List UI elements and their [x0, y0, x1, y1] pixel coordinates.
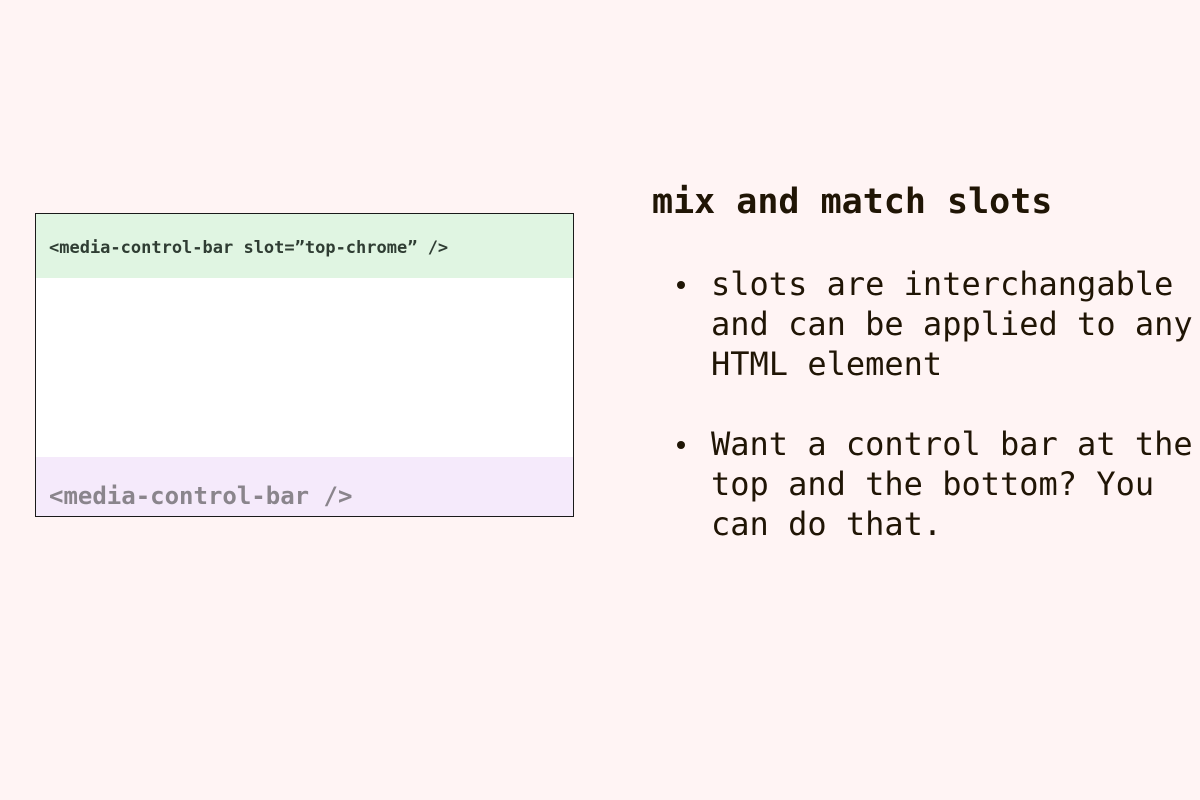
bullet-item: Want a control bar at the top and the bo… — [652, 424, 1200, 544]
bullet-dot-icon — [677, 281, 685, 289]
slide-content: mix and match slots slots are interchang… — [652, 180, 1200, 584]
bullet-list: slots are interchangable and can be appl… — [652, 264, 1200, 544]
video-area — [36, 278, 573, 458]
slide-title: mix and match slots — [652, 182, 1053, 222]
top-control-bar: <media-control-bar slot=”top-chrome” /> — [36, 214, 573, 278]
bottom-control-bar-label: <media-control-bar /> — [49, 482, 353, 510]
top-control-bar-label: <media-control-bar slot=”top-chrome” /> — [49, 238, 449, 258]
media-player-diagram: <media-control-bar slot=”top-chrome” /> … — [35, 213, 574, 517]
bullet-text: Want a control bar at the top and the bo… — [711, 425, 1193, 543]
bullet-dot-icon — [677, 441, 685, 449]
bullet-text: slots are interchangable and can be appl… — [711, 265, 1193, 383]
bullet-item: slots are interchangable and can be appl… — [652, 264, 1200, 384]
bottom-control-bar: <media-control-bar /> — [36, 457, 573, 516]
